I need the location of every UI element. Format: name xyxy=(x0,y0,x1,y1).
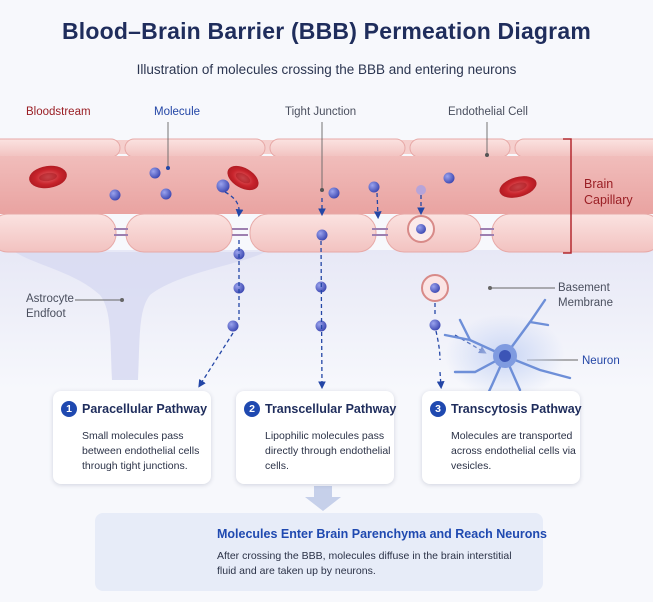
page-subtitle: Illustration of molecules crossing the B… xyxy=(136,62,517,77)
label-bloodstream: Bloodstream xyxy=(26,106,91,118)
tight-junctions xyxy=(114,228,494,236)
astrocyte-endfoot xyxy=(15,252,265,380)
label-astrocyte-endfoot: Astrocyte Endfoot xyxy=(26,293,74,320)
label-neuron: Neuron xyxy=(582,355,620,367)
vesicle-molecule xyxy=(416,224,426,234)
label-brain-capillary: Brain Capillary xyxy=(584,177,633,207)
pathway-number: 2 xyxy=(244,401,260,417)
label-tight-junction: Tight Junction xyxy=(285,106,357,118)
pathway-description: Molecules are transported across endothe… xyxy=(451,430,576,472)
card-paracellular-pathway: 1 Paracellular Pathway Small molecules p… xyxy=(53,391,211,484)
pathway-number: 3 xyxy=(430,401,446,417)
pathway-description: Small molecules pass between endothelial… xyxy=(82,430,200,472)
card-transcytosis-pathway: 3 Transcytosis Pathway Molecules are tra… xyxy=(422,391,582,484)
leader-lines xyxy=(75,122,578,361)
pathway-title: Paracellular Pathway xyxy=(82,402,208,416)
bloodstream-molecules xyxy=(109,167,455,201)
label-basement-membrane: Basement Membrane xyxy=(558,282,613,309)
card-transcellular-pathway: 2 Transcellular Pathway Lipophilic molec… xyxy=(236,391,397,484)
conclusion-description: After crossing the BBB, molecules diffus… xyxy=(217,550,512,577)
top-endothelial-cells xyxy=(0,138,653,158)
capillary-bracket xyxy=(563,138,572,254)
red-blood-cells xyxy=(29,165,537,198)
pathway-number: 1 xyxy=(61,401,77,417)
pathway-title: Transcytosis Pathway xyxy=(451,402,582,416)
label-molecule: Molecule xyxy=(154,106,201,118)
page-title: Blood–Brain Barrier (BBB) Permeation Dia… xyxy=(62,18,591,44)
neuron-cell xyxy=(443,298,572,402)
conclusion-box: Molecules Enter Brain Parenchyma and Rea… xyxy=(95,513,547,591)
capillary-lumen xyxy=(0,156,653,214)
pathway-description: Lipophilic molecules pass directly throu… xyxy=(265,430,391,472)
down-arrow xyxy=(305,486,341,511)
bottom-endothelial-cells xyxy=(0,213,653,253)
pathway-title: Transcellular Pathway xyxy=(265,402,397,416)
label-endothelial-cell: Endothelial Cell xyxy=(448,106,528,118)
conclusion-title: Molecules Enter Brain Parenchyma and Rea… xyxy=(217,527,547,541)
